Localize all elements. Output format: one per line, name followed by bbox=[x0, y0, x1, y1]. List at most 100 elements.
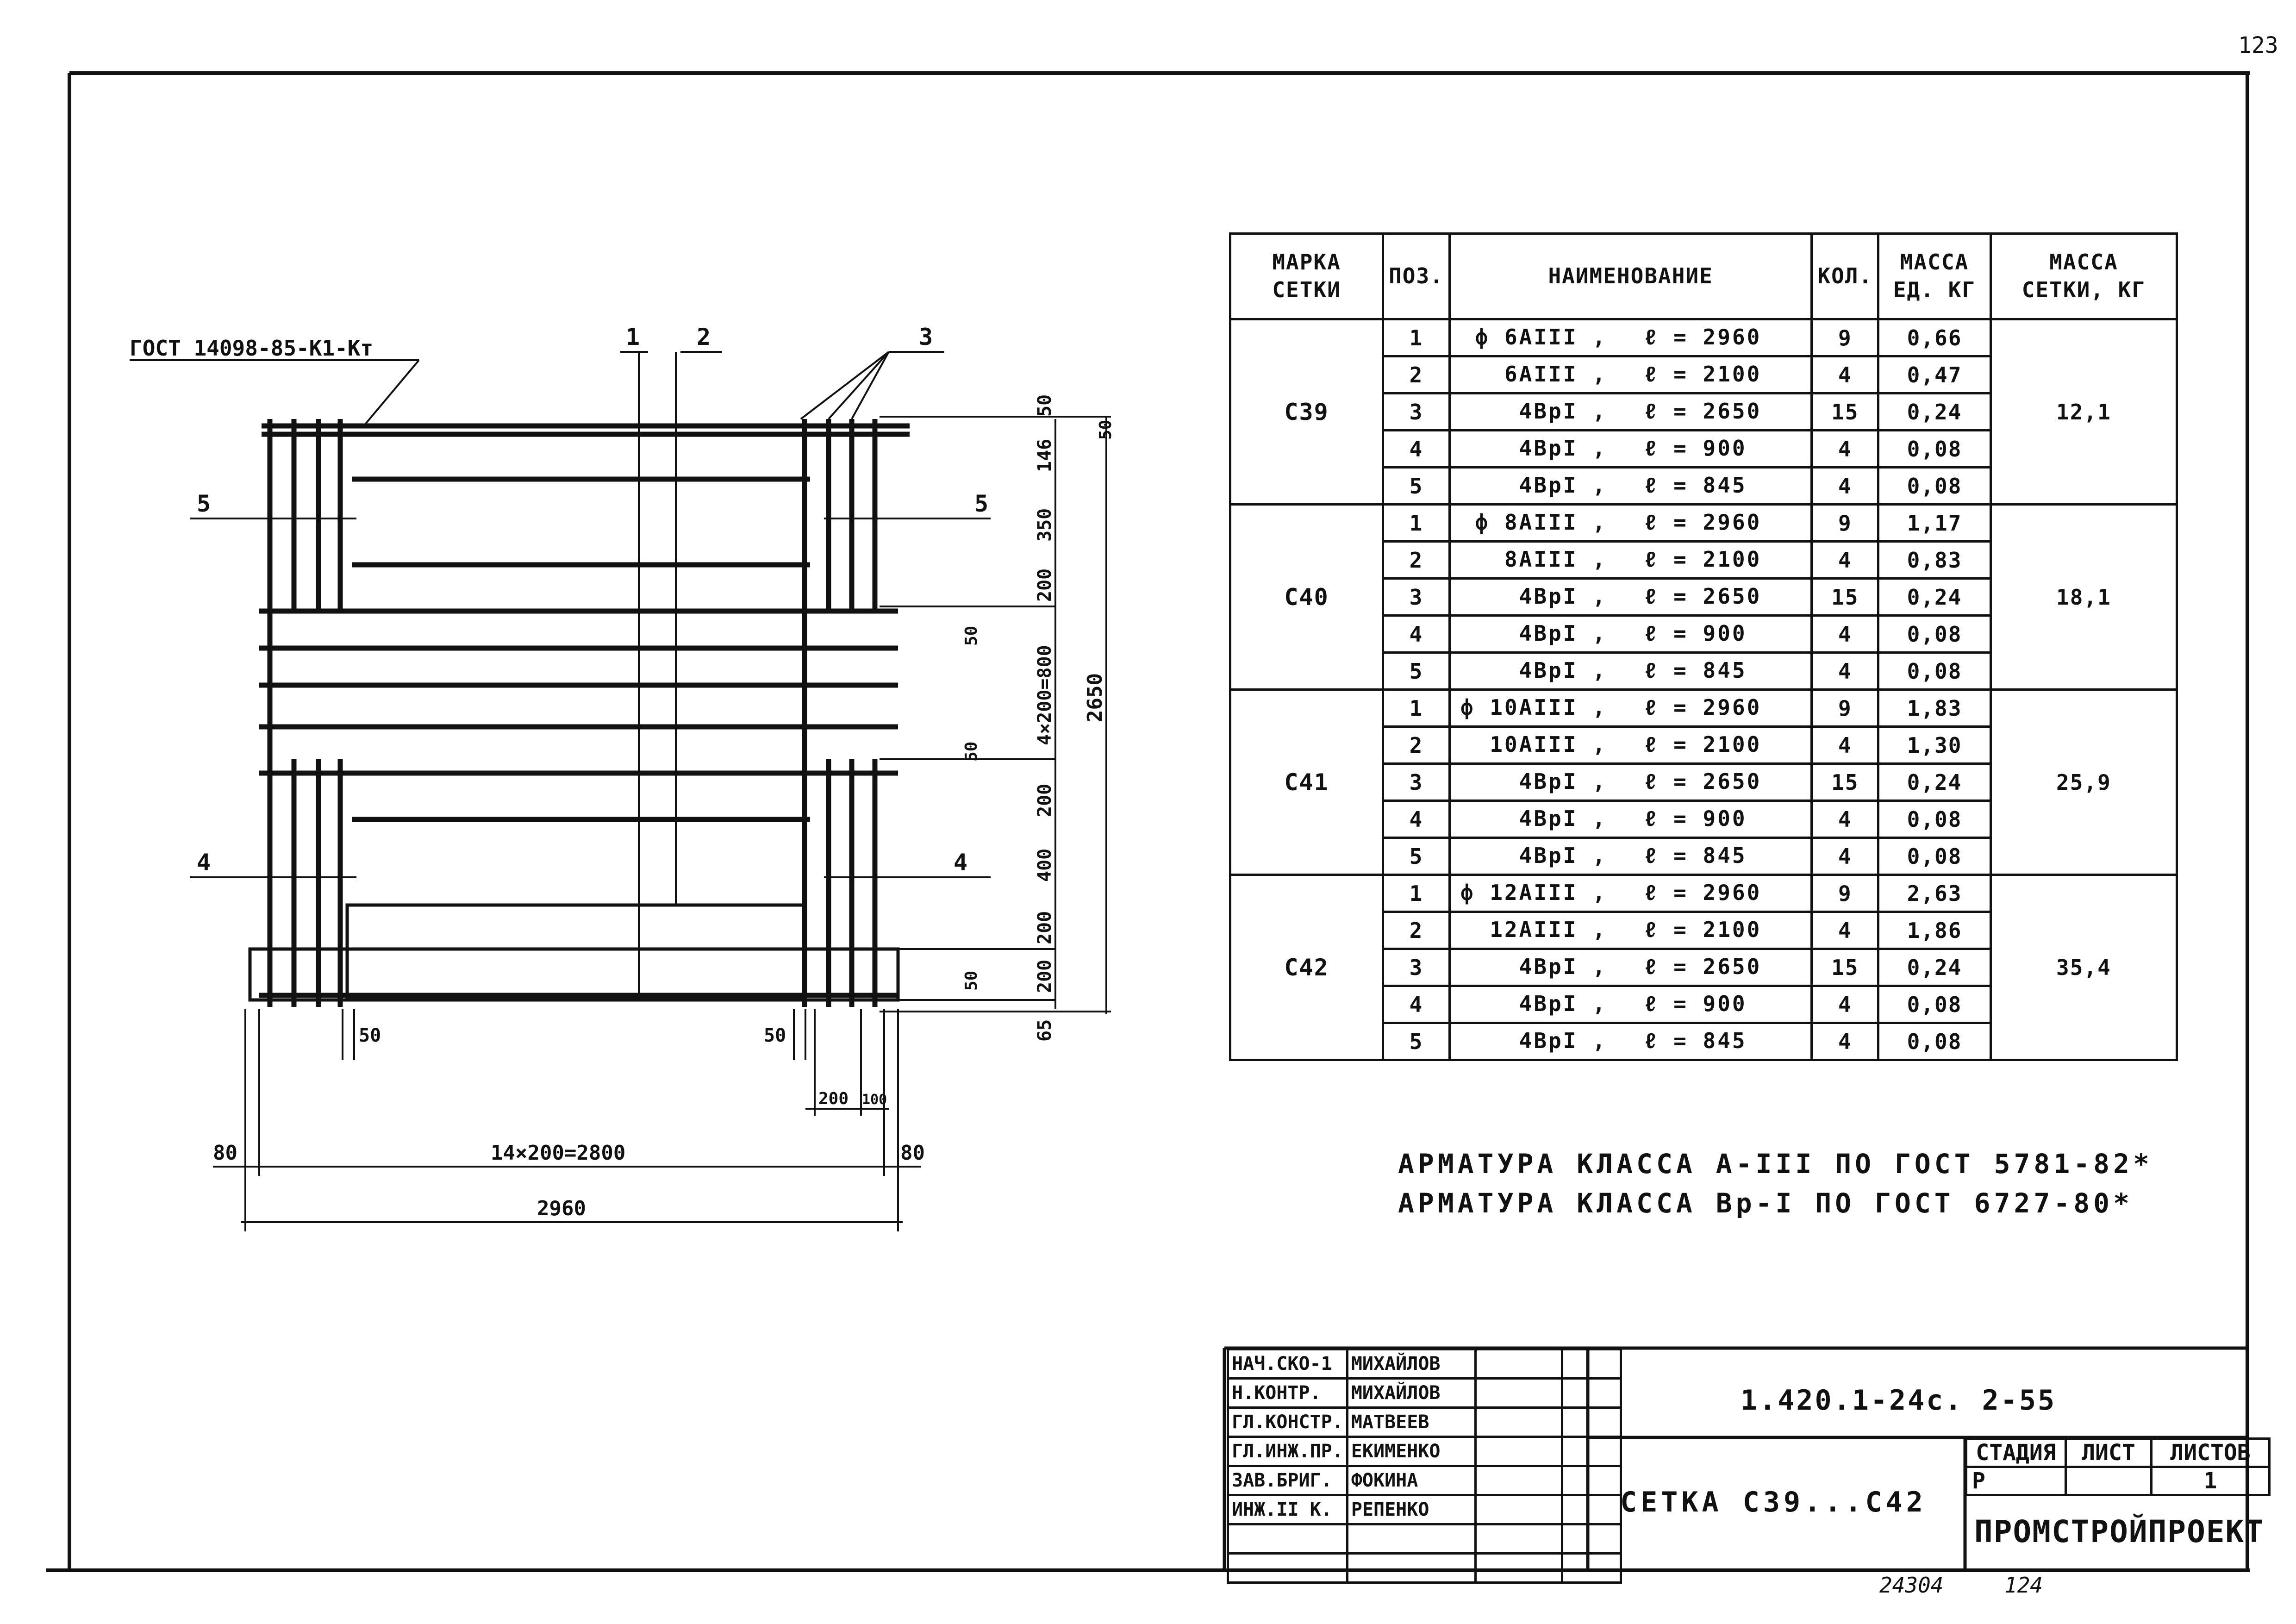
bar-length: ℓ = 845 bbox=[1644, 1028, 1747, 1053]
dim-80-right: 80 bbox=[900, 1141, 925, 1165]
signature-row: ГЛ.КОНСТР.МАТВЕЕВ bbox=[1227, 1406, 1622, 1438]
unit-mass-cell: 0,08 bbox=[1877, 837, 1992, 876]
bar-designation: ф 6АIII , bbox=[1475, 325, 1607, 350]
dim-200-bottom: 200 bbox=[818, 1089, 849, 1108]
signature-row: ИНЖ.II К.РЕПЕНКО bbox=[1227, 1494, 1622, 1525]
bar-designation: 4ВрI , bbox=[1519, 399, 1607, 424]
net-mass-cell: 18,1 bbox=[1989, 503, 2178, 691]
bar-designation: 4ВрI , bbox=[1519, 991, 1607, 1016]
unit-mass-cell: 1,30 bbox=[1877, 725, 1992, 765]
bar-length: ℓ = 2100 bbox=[1644, 732, 1762, 757]
unit-mass-cell: 0,83 bbox=[1877, 540, 1992, 580]
signature-mark bbox=[1474, 1465, 1563, 1496]
name-cell: ф 6АIII ,ℓ = 2960 bbox=[1448, 318, 1813, 357]
signature-date bbox=[1560, 1465, 1622, 1496]
empty-cell bbox=[1346, 1523, 1477, 1555]
section-4-left-label: 4 bbox=[197, 849, 211, 876]
qty-cell: 9 bbox=[1810, 874, 1880, 913]
signature-name: ЕКИМЕНКО bbox=[1346, 1436, 1477, 1467]
bar-length: ℓ = 900 bbox=[1644, 621, 1747, 646]
pos-cell: 4 bbox=[1382, 614, 1451, 654]
bar-length: ℓ = 2650 bbox=[1644, 954, 1762, 979]
name-cell: ф 10АIII ,ℓ = 2960 bbox=[1448, 688, 1813, 728]
qty-cell: 4 bbox=[1810, 1022, 1880, 1061]
bar-length: ℓ = 2960 bbox=[1644, 880, 1762, 905]
empty-cell bbox=[1474, 1552, 1563, 1584]
signature-role: ИНЖ.II К. bbox=[1227, 1494, 1348, 1525]
bar-length: ℓ = 2650 bbox=[1644, 584, 1762, 609]
name-cell: 4ВрI ,ℓ = 900 bbox=[1448, 429, 1813, 468]
unit-mass-cell: 0,08 bbox=[1877, 614, 1992, 654]
pos-cell: 4 bbox=[1382, 985, 1451, 1024]
position-2-label: 2 bbox=[697, 324, 711, 350]
dim-50-left: 50 bbox=[359, 1025, 381, 1046]
qty-cell: 15 bbox=[1810, 948, 1880, 987]
bar-designation: 6АIII , bbox=[1504, 362, 1607, 387]
pos-cell: 3 bbox=[1382, 948, 1451, 987]
unit-mass-cell: 0,47 bbox=[1877, 355, 1992, 394]
note-a3: АРМАТУРА КЛАССА А-III ПО ГОСТ 5781-82* bbox=[1398, 1148, 2153, 1180]
pos-cell: 4 bbox=[1382, 429, 1451, 468]
unit-mass-cell: 0,08 bbox=[1877, 1022, 1992, 1061]
bar-length: ℓ = 845 bbox=[1644, 658, 1747, 683]
pos-cell: 2 bbox=[1382, 355, 1451, 394]
signature-date bbox=[1560, 1377, 1622, 1409]
signature-row: ГЛ.ИНЖ.ПР.ЕКИМЕНКО bbox=[1227, 1436, 1622, 1467]
signature-name: РЕПЕНКО bbox=[1346, 1494, 1477, 1525]
name-cell: 4ВрI ,ℓ = 900 bbox=[1448, 800, 1813, 839]
unit-mass-cell: 0,08 bbox=[1877, 985, 1992, 1024]
dim-146: 146 bbox=[1034, 439, 1055, 472]
position-3-label: 3 bbox=[919, 324, 933, 350]
name-cell: 4ВрI ,ℓ = 845 bbox=[1448, 466, 1813, 506]
dim-100-bottom: 100 bbox=[862, 1092, 887, 1108]
pos-cell: 1 bbox=[1382, 318, 1451, 357]
header-qty: КОЛ. bbox=[1810, 232, 1880, 320]
signature-name: ФОКИНА bbox=[1346, 1465, 1477, 1496]
name-cell: 4ВрI ,ℓ = 900 bbox=[1448, 614, 1813, 654]
unit-mass-cell: 0,24 bbox=[1877, 577, 1992, 617]
qty-cell: 15 bbox=[1810, 577, 1880, 617]
pos-cell: 5 bbox=[1382, 837, 1451, 876]
pos-cell: 4 bbox=[1382, 800, 1451, 839]
stage-table: СТАДИЯ ЛИСТ ЛИСТОВ Р 1 bbox=[1965, 1437, 2271, 1496]
qty-cell: 4 bbox=[1810, 355, 1880, 394]
signature-row: ЗАВ.БРИГ.ФОКИНА bbox=[1227, 1465, 1622, 1496]
mark-cell: С39 bbox=[1229, 318, 1385, 506]
gost-label: ГОСТ 14098-85-К1-Кт bbox=[130, 336, 373, 361]
document-code: 1.420.1-24с. 2-55 bbox=[1741, 1384, 2057, 1417]
dim-50-small-3: 50 bbox=[962, 742, 981, 762]
signature-mark bbox=[1474, 1377, 1563, 1409]
dim-4x200: 4×200=800 bbox=[1034, 645, 1055, 745]
dim-200-c: 200 bbox=[1034, 911, 1055, 944]
qty-cell: 9 bbox=[1810, 318, 1880, 357]
signature-role: ГЛ.КОНСТР. bbox=[1227, 1406, 1348, 1438]
signature-name: МИХАЙЛОВ bbox=[1346, 1377, 1477, 1409]
vertical-bars bbox=[267, 419, 878, 1007]
pos-cell: 2 bbox=[1382, 911, 1451, 950]
name-cell: ф 12АIII ,ℓ = 2960 bbox=[1448, 874, 1813, 913]
signature-mark bbox=[1474, 1436, 1563, 1467]
mark-cell: С42 bbox=[1229, 874, 1385, 1061]
signature-date bbox=[1560, 1494, 1622, 1525]
bar-length: ℓ = 2960 bbox=[1644, 695, 1762, 720]
section-5-right-label: 5 bbox=[974, 490, 988, 517]
name-cell: 4ВрI ,ℓ = 2650 bbox=[1448, 392, 1813, 431]
header-mass-unit: МАССА ЕД. КГ bbox=[1877, 232, 1992, 320]
unit-mass-cell: 1,17 bbox=[1877, 503, 1992, 543]
dim-50-top: 50 bbox=[1034, 394, 1055, 417]
name-cell: ф 8АIII ,ℓ = 2960 bbox=[1448, 503, 1813, 543]
bottom-rectangle bbox=[248, 903, 900, 1002]
signature-role: ЗАВ.БРИГ. bbox=[1227, 1465, 1348, 1496]
net-mass-cell: 25,9 bbox=[1989, 688, 2178, 876]
bar-length: ℓ = 900 bbox=[1644, 436, 1747, 461]
signature-mark bbox=[1474, 1494, 1563, 1525]
bar-designation: 4ВрI , bbox=[1519, 806, 1607, 831]
name-cell: 6АIII ,ℓ = 2100 bbox=[1448, 355, 1813, 394]
